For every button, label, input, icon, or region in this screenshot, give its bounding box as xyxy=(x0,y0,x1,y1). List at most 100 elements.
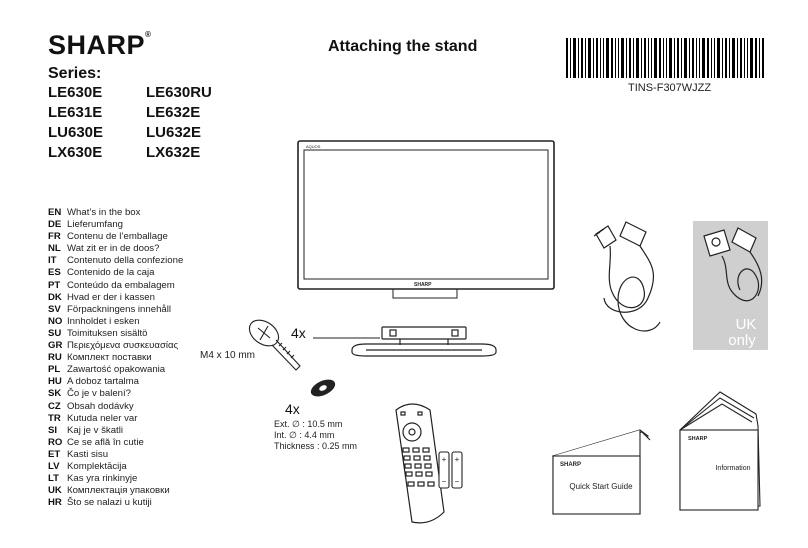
info-booklet-brand: SHARP xyxy=(688,436,708,442)
tv-bezel-brand: SHARP xyxy=(414,282,432,288)
screw-quantity: 4x xyxy=(291,325,306,341)
washer-illustration xyxy=(310,379,336,397)
language-text: Lieferumfang xyxy=(67,219,123,231)
language-text: Hvad er der i kassen xyxy=(67,291,155,303)
series-label: Series: xyxy=(48,65,102,82)
washer-thickness: Thickness : 0.25 mm xyxy=(274,441,358,451)
page-title: Attaching the stand xyxy=(328,38,478,55)
uk-only-label-line1: UK xyxy=(736,316,757,333)
tv-brand-small: AQUOS xyxy=(306,144,321,149)
language-text: Čo je v balení? xyxy=(67,388,131,400)
language-text: Комплект поставки xyxy=(67,352,152,364)
language-row: HU A doboz tartalma xyxy=(48,376,183,388)
language-row: NO Innholdet i esken xyxy=(48,316,183,328)
language-row: EN What’s in the box xyxy=(48,207,183,219)
language-text: Što se nalazi u kutiji xyxy=(67,497,152,509)
language-text: Περιεχόμενα συσκευασίας xyxy=(67,340,179,352)
language-text: Förpackningens innehåll xyxy=(67,303,171,315)
language-code: NO xyxy=(48,315,63,327)
language-text: Kaj je v škatli xyxy=(67,424,123,436)
language-row: SU Toimituksen sisältö xyxy=(48,328,183,340)
language-row: RO Ce se află în cutie xyxy=(48,437,183,449)
screw-illustration xyxy=(248,319,301,371)
language-text: Obsah dodávky xyxy=(67,400,134,412)
model-list: LE630E LE630RU LE631E LE632E LU630E LU63… xyxy=(48,84,246,162)
uk-power-cable-panel xyxy=(693,221,768,350)
language-text: Contenido de la caja xyxy=(67,267,155,279)
model-name: LU632E xyxy=(146,124,202,141)
battery-plus-sign: + xyxy=(442,455,447,464)
language-text: Innholdet i esken xyxy=(67,315,140,327)
language-code: ET xyxy=(48,448,61,460)
language-text: Komplektācija xyxy=(67,460,127,472)
language-code: SK xyxy=(48,388,62,400)
model-name: LE630RU xyxy=(146,84,212,101)
washer-ext-diameter: Ext. ∅ : 10.5 mm xyxy=(274,419,343,429)
language-text: Ce se află în cutie xyxy=(67,436,144,448)
language-code: TR xyxy=(48,412,61,424)
screw-size: M4 x 10 mm xyxy=(200,350,256,361)
language-text: Toimituksen sisältö xyxy=(67,327,148,339)
model-name: LX632E xyxy=(146,144,201,161)
language-code: NL xyxy=(48,243,61,255)
battery-minus-sign: − xyxy=(455,477,460,486)
language-code: EN xyxy=(48,207,62,218)
language-text: A doboz tartalma xyxy=(67,376,139,388)
language-code: PL xyxy=(48,364,61,376)
language-code: SU xyxy=(48,327,62,339)
information-booklet-illustration xyxy=(679,391,761,511)
language-code: GR xyxy=(48,340,63,352)
model-name: LU630E xyxy=(48,124,104,141)
language-code: HU xyxy=(48,376,62,388)
language-text: Kas yra rinkinyje xyxy=(67,473,138,485)
language-text: Contenuto della confezione xyxy=(67,255,184,267)
language-row: ET Kasti sisu xyxy=(48,449,183,461)
washer-int-diameter: Int. ∅ : 4.4 mm xyxy=(274,430,335,440)
language-text: Conteúdo da embalagem xyxy=(67,279,175,291)
sharp-logo: SHARP® xyxy=(48,30,152,60)
language-code: LT xyxy=(48,473,60,485)
language-row: UK Комплектація упаковки xyxy=(48,485,183,497)
language-text: Комплектація упаковки xyxy=(67,485,170,497)
language-code: RU xyxy=(48,352,62,364)
quick-start-guide-illustration xyxy=(551,429,651,515)
stand-illustration xyxy=(351,326,497,357)
language-row: PT Conteúdo da embalagem xyxy=(48,280,183,292)
language-code: CZ xyxy=(48,400,61,412)
language-row: CZ Obsah dodávky xyxy=(48,401,183,413)
language-row: ES Contenido de la caja xyxy=(48,267,183,279)
language-text: Kasti sisu xyxy=(67,448,109,460)
model-name: LE631E xyxy=(48,104,103,121)
language-code: UK xyxy=(48,485,62,497)
info-booklet-label: Information xyxy=(715,465,750,472)
model-name: LE632E xyxy=(146,104,201,121)
language-code: ES xyxy=(48,267,61,279)
language-code: RO xyxy=(48,436,63,448)
eu-power-cable-illustration xyxy=(593,221,661,332)
document-code: TINS-F307WJZZ xyxy=(628,82,712,94)
language-text: Zawartość opakowania xyxy=(67,364,166,376)
language-code: HR xyxy=(48,497,62,509)
model-name: LX630E xyxy=(48,144,103,161)
batteries-illustration xyxy=(438,451,463,489)
tv-illustration xyxy=(297,140,555,299)
language-code: PT xyxy=(48,279,61,291)
language-row: HR Što se nalazi u kutiji xyxy=(48,497,183,509)
remote-control-illustration xyxy=(395,403,445,524)
model-name: LE630E xyxy=(48,84,103,101)
language-code: FR xyxy=(48,231,61,243)
language-row: GR Περιεχόμενα συσκευασίας xyxy=(48,340,183,352)
language-text: What’s in the box xyxy=(67,207,141,218)
barcode-icon xyxy=(566,38,764,78)
